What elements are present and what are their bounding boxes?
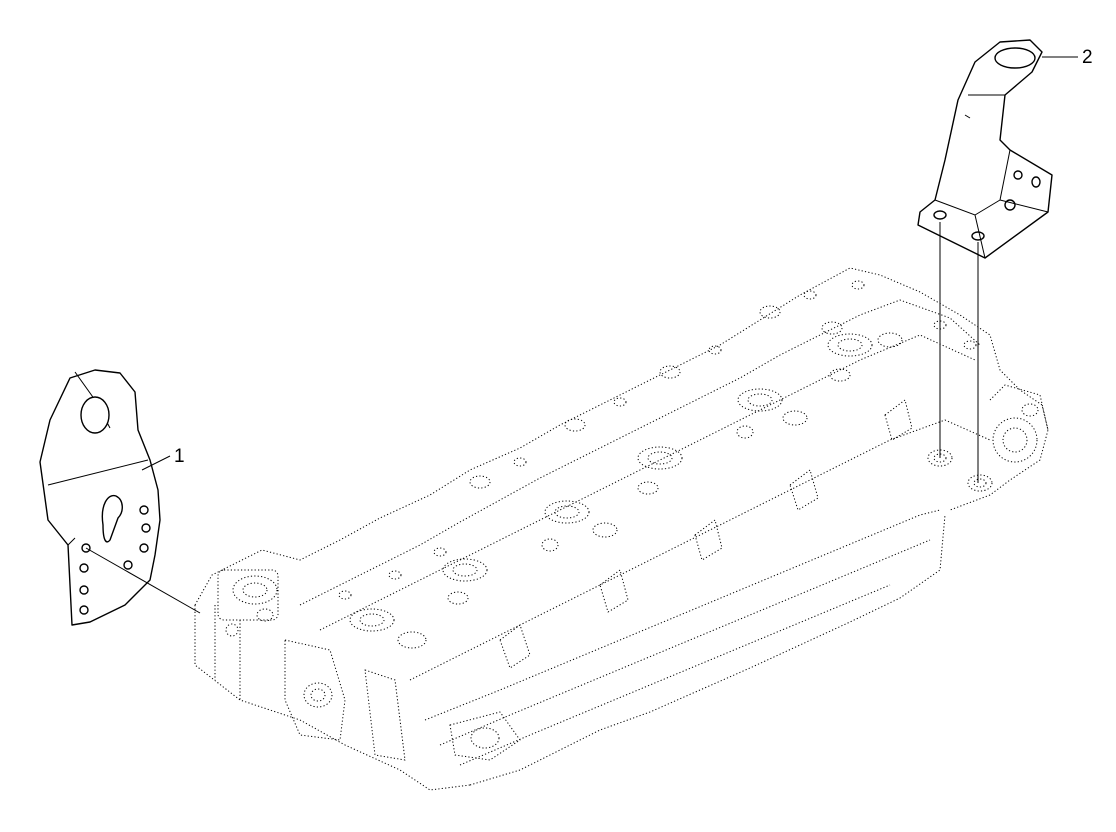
lifting-bracket-2 — [917, 39, 1053, 259]
port-openings — [499, 399, 913, 669]
assembly-line-1 — [85, 547, 201, 614]
callout-2: 2 — [1042, 47, 1093, 68]
callout-1: 1 — [141, 446, 185, 471]
head-mount-hole-b — [967, 474, 993, 492]
valve-bores — [349, 321, 903, 649]
callout-2-label: 2 — [1082, 47, 1093, 68]
callout-1-leader — [141, 455, 171, 471]
cylinder-head — [194, 267, 1049, 791]
lifting-bracket-1 — [39, 369, 161, 626]
rail-bolt-holes — [338, 280, 977, 600]
callout-1-label: 1 — [174, 446, 185, 467]
